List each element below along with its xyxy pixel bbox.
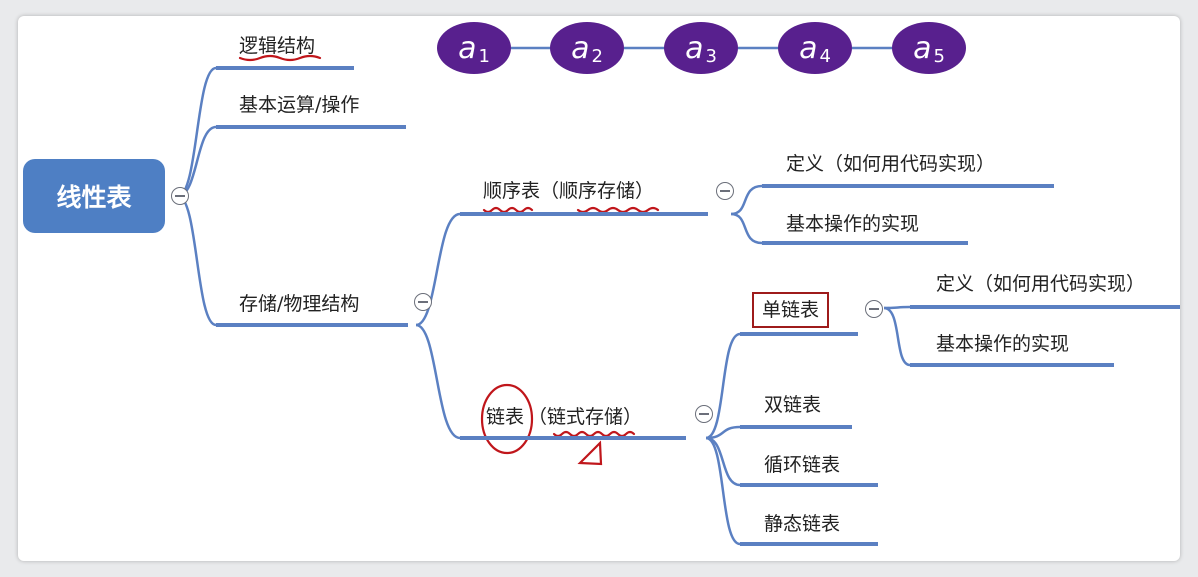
node-letter: a xyxy=(571,30,590,66)
node-index: 5 xyxy=(933,45,945,67)
node-single-implementation[interactable]: 基本操作的实现 xyxy=(936,333,1070,355)
node-index: 1 xyxy=(478,45,490,67)
node-index: 4 xyxy=(819,45,831,67)
root-label: 线性表 xyxy=(56,183,132,212)
branch-storage-structure[interactable]: 存储/物理结构 xyxy=(239,293,360,315)
collapse-icon[interactable] xyxy=(865,300,883,318)
branch-underline xyxy=(216,125,406,129)
collapse-icon[interactable] xyxy=(171,187,189,205)
node-letter: a xyxy=(685,30,704,66)
node-letter: a xyxy=(913,30,932,66)
collapse-icon[interactable] xyxy=(695,405,713,423)
branch-underline xyxy=(910,363,1114,367)
node-sequential-list[interactable]: 顺序表（顺序存储） xyxy=(483,180,655,202)
branch-underline xyxy=(216,66,354,70)
wavy-seq-1 xyxy=(482,206,534,214)
node-single-definition[interactable]: 定义（如何用代码实现） xyxy=(936,273,1146,295)
circle-linked xyxy=(480,383,534,455)
underline-logical xyxy=(238,54,322,62)
branch-underline xyxy=(740,332,858,336)
collapse-icon[interactable] xyxy=(716,182,734,200)
branch-underline xyxy=(460,436,686,440)
node-index: 3 xyxy=(705,45,717,67)
branch-underline xyxy=(740,425,852,429)
root-node[interactable]: 线性表 xyxy=(23,159,165,233)
branch-basic-ops[interactable]: 基本运算/操作 xyxy=(239,94,360,116)
branch-underline xyxy=(216,323,408,327)
branch-underline xyxy=(740,542,878,546)
linked-storage-label: （链式存储） xyxy=(528,406,643,428)
node-letter: a xyxy=(458,30,477,66)
branch-logical-structure[interactable]: 逻辑结构 xyxy=(239,35,316,57)
collapse-icon[interactable] xyxy=(414,293,432,311)
node-letter: a xyxy=(799,30,818,66)
branch-underline xyxy=(762,241,968,245)
node-index: 2 xyxy=(591,45,603,67)
node-doubly-linked-list[interactable]: 双链表 xyxy=(764,394,822,416)
node-static-linked-list[interactable]: 静态链表 xyxy=(764,513,841,535)
triangle-mark xyxy=(577,440,603,466)
mind-map-canvas: 线性表 逻辑结构 基本运算/操作 存储/物理结构 顺序表（顺序存储） 链表（链式… xyxy=(18,16,1180,561)
node-linked-list[interactable]: 链表（链式存储） xyxy=(486,405,642,429)
node-seq-implementation[interactable]: 基本操作的实现 xyxy=(786,213,920,235)
node-circular-linked-list[interactable]: 循环链表 xyxy=(764,454,841,476)
linked-list-label: 链表 xyxy=(486,406,525,428)
node-seq-definition[interactable]: 定义（如何用代码实现） xyxy=(786,153,996,175)
wavy-seq-2 xyxy=(576,206,660,214)
branch-underline xyxy=(762,184,1054,188)
branch-underline xyxy=(910,305,1180,309)
node-singly-linked-list[interactable]: 单链表 xyxy=(752,292,830,328)
branch-underline xyxy=(740,483,878,487)
branch-underline xyxy=(460,212,708,216)
wavy-linked xyxy=(552,430,636,438)
